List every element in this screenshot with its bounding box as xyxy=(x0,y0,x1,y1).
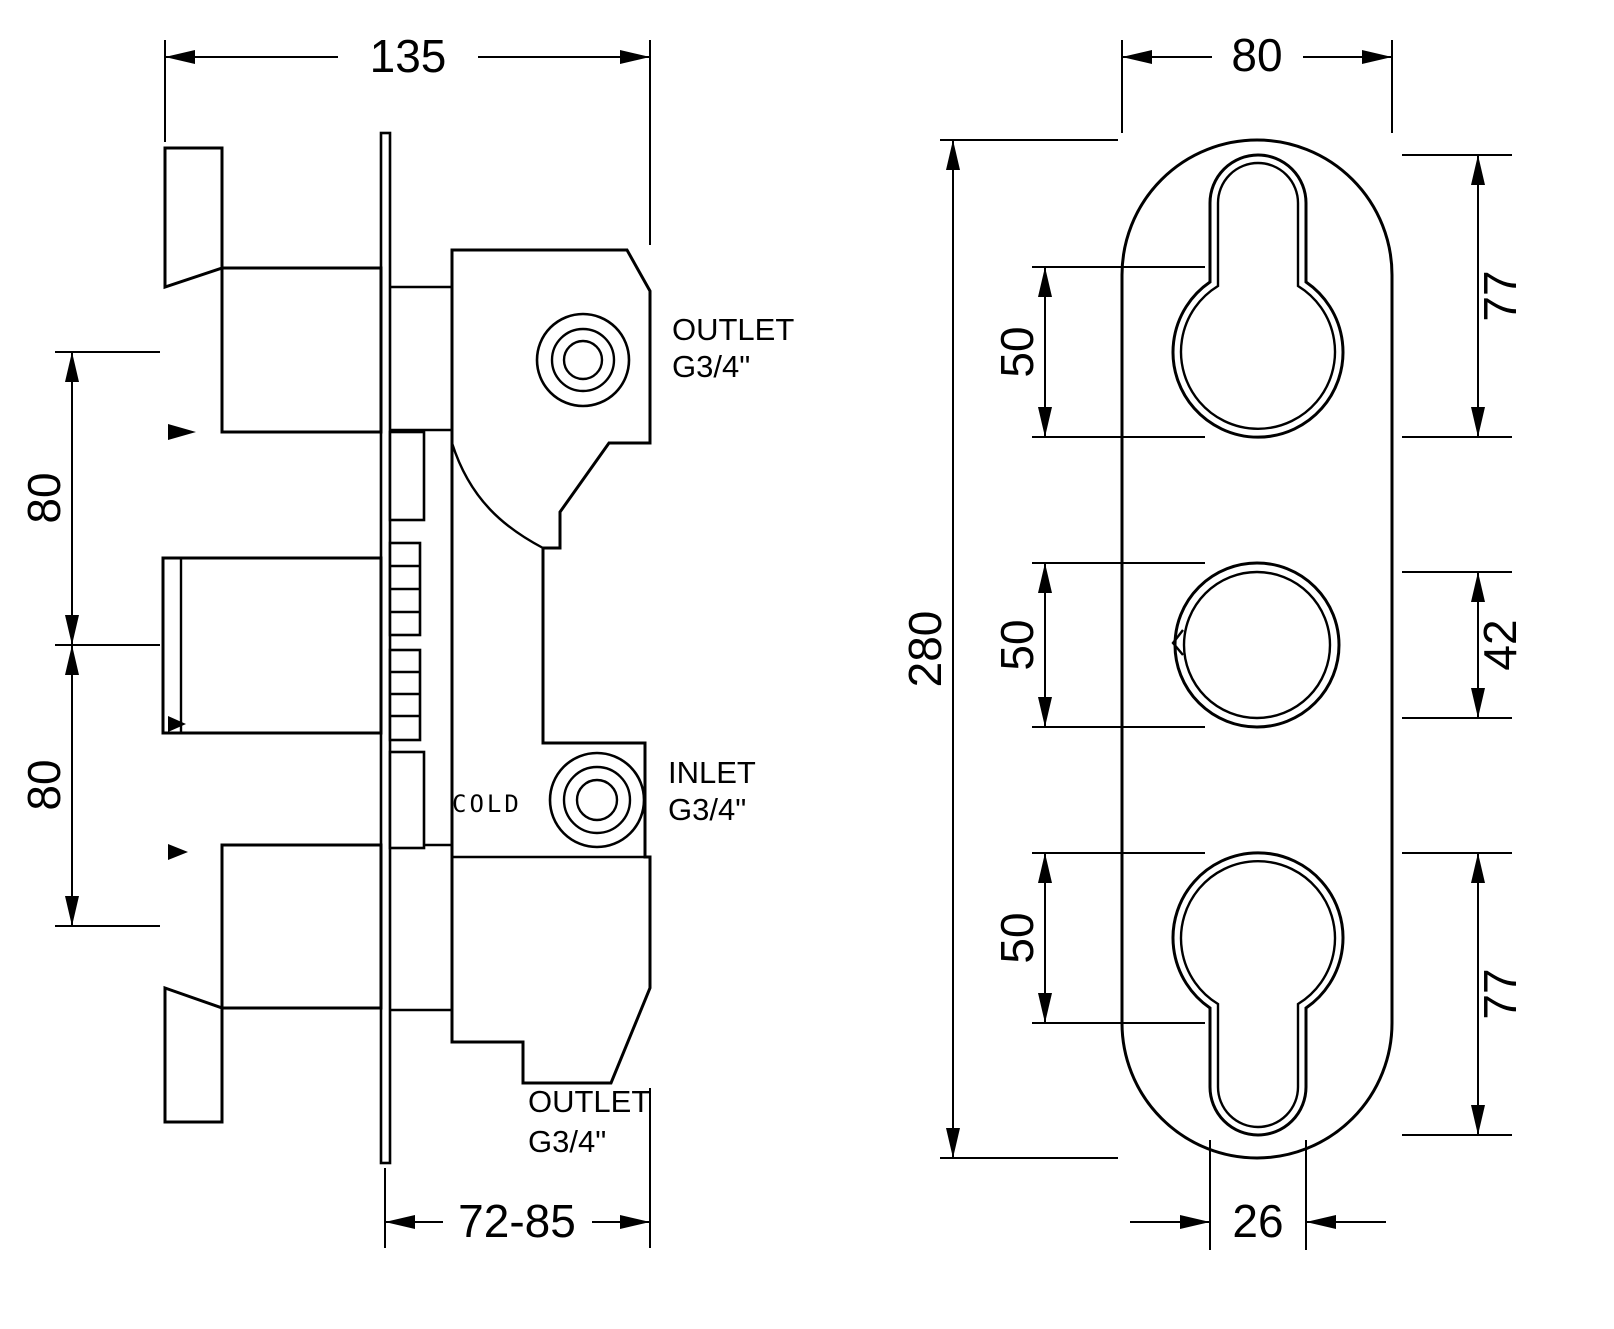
front-view: 80 280 77 42 77 xyxy=(899,29,1526,1250)
dim-text-side-width: 135 xyxy=(370,30,447,82)
dim-text-spacing-bottom: 80 xyxy=(18,759,70,810)
control-bottom xyxy=(1171,851,1345,1137)
valve-body-outline xyxy=(450,248,652,1085)
inlet-port xyxy=(548,751,646,849)
outlet-bottom-size: G3/4" xyxy=(528,1124,606,1159)
handle-bottom xyxy=(163,843,383,1124)
dim-text-bottom-control: 77 xyxy=(1474,968,1526,1019)
valve-body: COLD xyxy=(388,248,652,1085)
dim-front-width: 80 xyxy=(1121,29,1393,133)
dim-text-front-width: 80 xyxy=(1231,29,1282,81)
dim-side-spacing: 80 80 xyxy=(18,351,160,927)
dim-front-stem: 26 xyxy=(1130,1140,1386,1250)
dim-text-front-height: 280 xyxy=(899,611,951,688)
outlet-top-label: OUTLET xyxy=(672,312,794,347)
handle-top xyxy=(163,146,383,440)
inlet-size: G3/4" xyxy=(668,792,746,827)
dim-front-height: 280 xyxy=(899,139,1118,1159)
dim-front-right: 77 42 77 xyxy=(1402,154,1526,1136)
side-view: COLD 135 xyxy=(18,30,794,1248)
dim-side-width: 135 xyxy=(164,30,651,245)
dim-text-middle-circle: 50 xyxy=(991,619,1043,670)
dim-front-circles: 50 50 50 xyxy=(991,266,1205,1024)
outlet-top-size: G3/4" xyxy=(672,349,750,384)
control-top xyxy=(1171,153,1345,439)
port-labels: OUTLET G3/4" INLET G3/4" OUTLET G3/4" xyxy=(528,312,794,1159)
dim-text-bottom-circle: 50 xyxy=(991,912,1043,963)
dim-text-top-circle: 50 xyxy=(991,326,1043,377)
dim-text-side-depth: 72-85 xyxy=(458,1195,576,1247)
outlet-port-top xyxy=(535,312,631,408)
inlet-label: INLET xyxy=(668,755,756,790)
handle-middle xyxy=(161,556,383,735)
dim-text-stem-width: 26 xyxy=(1232,1195,1283,1247)
cold-marking: COLD xyxy=(452,790,522,818)
dim-text-top-control: 77 xyxy=(1474,270,1526,321)
outlet-bottom-label: OUTLET xyxy=(528,1084,650,1119)
dim-side-depth: 72-85 xyxy=(384,1088,651,1248)
control-middle xyxy=(1171,561,1341,729)
dim-text-middle-control: 42 xyxy=(1474,619,1526,670)
dim-text-spacing-top: 80 xyxy=(18,472,70,523)
